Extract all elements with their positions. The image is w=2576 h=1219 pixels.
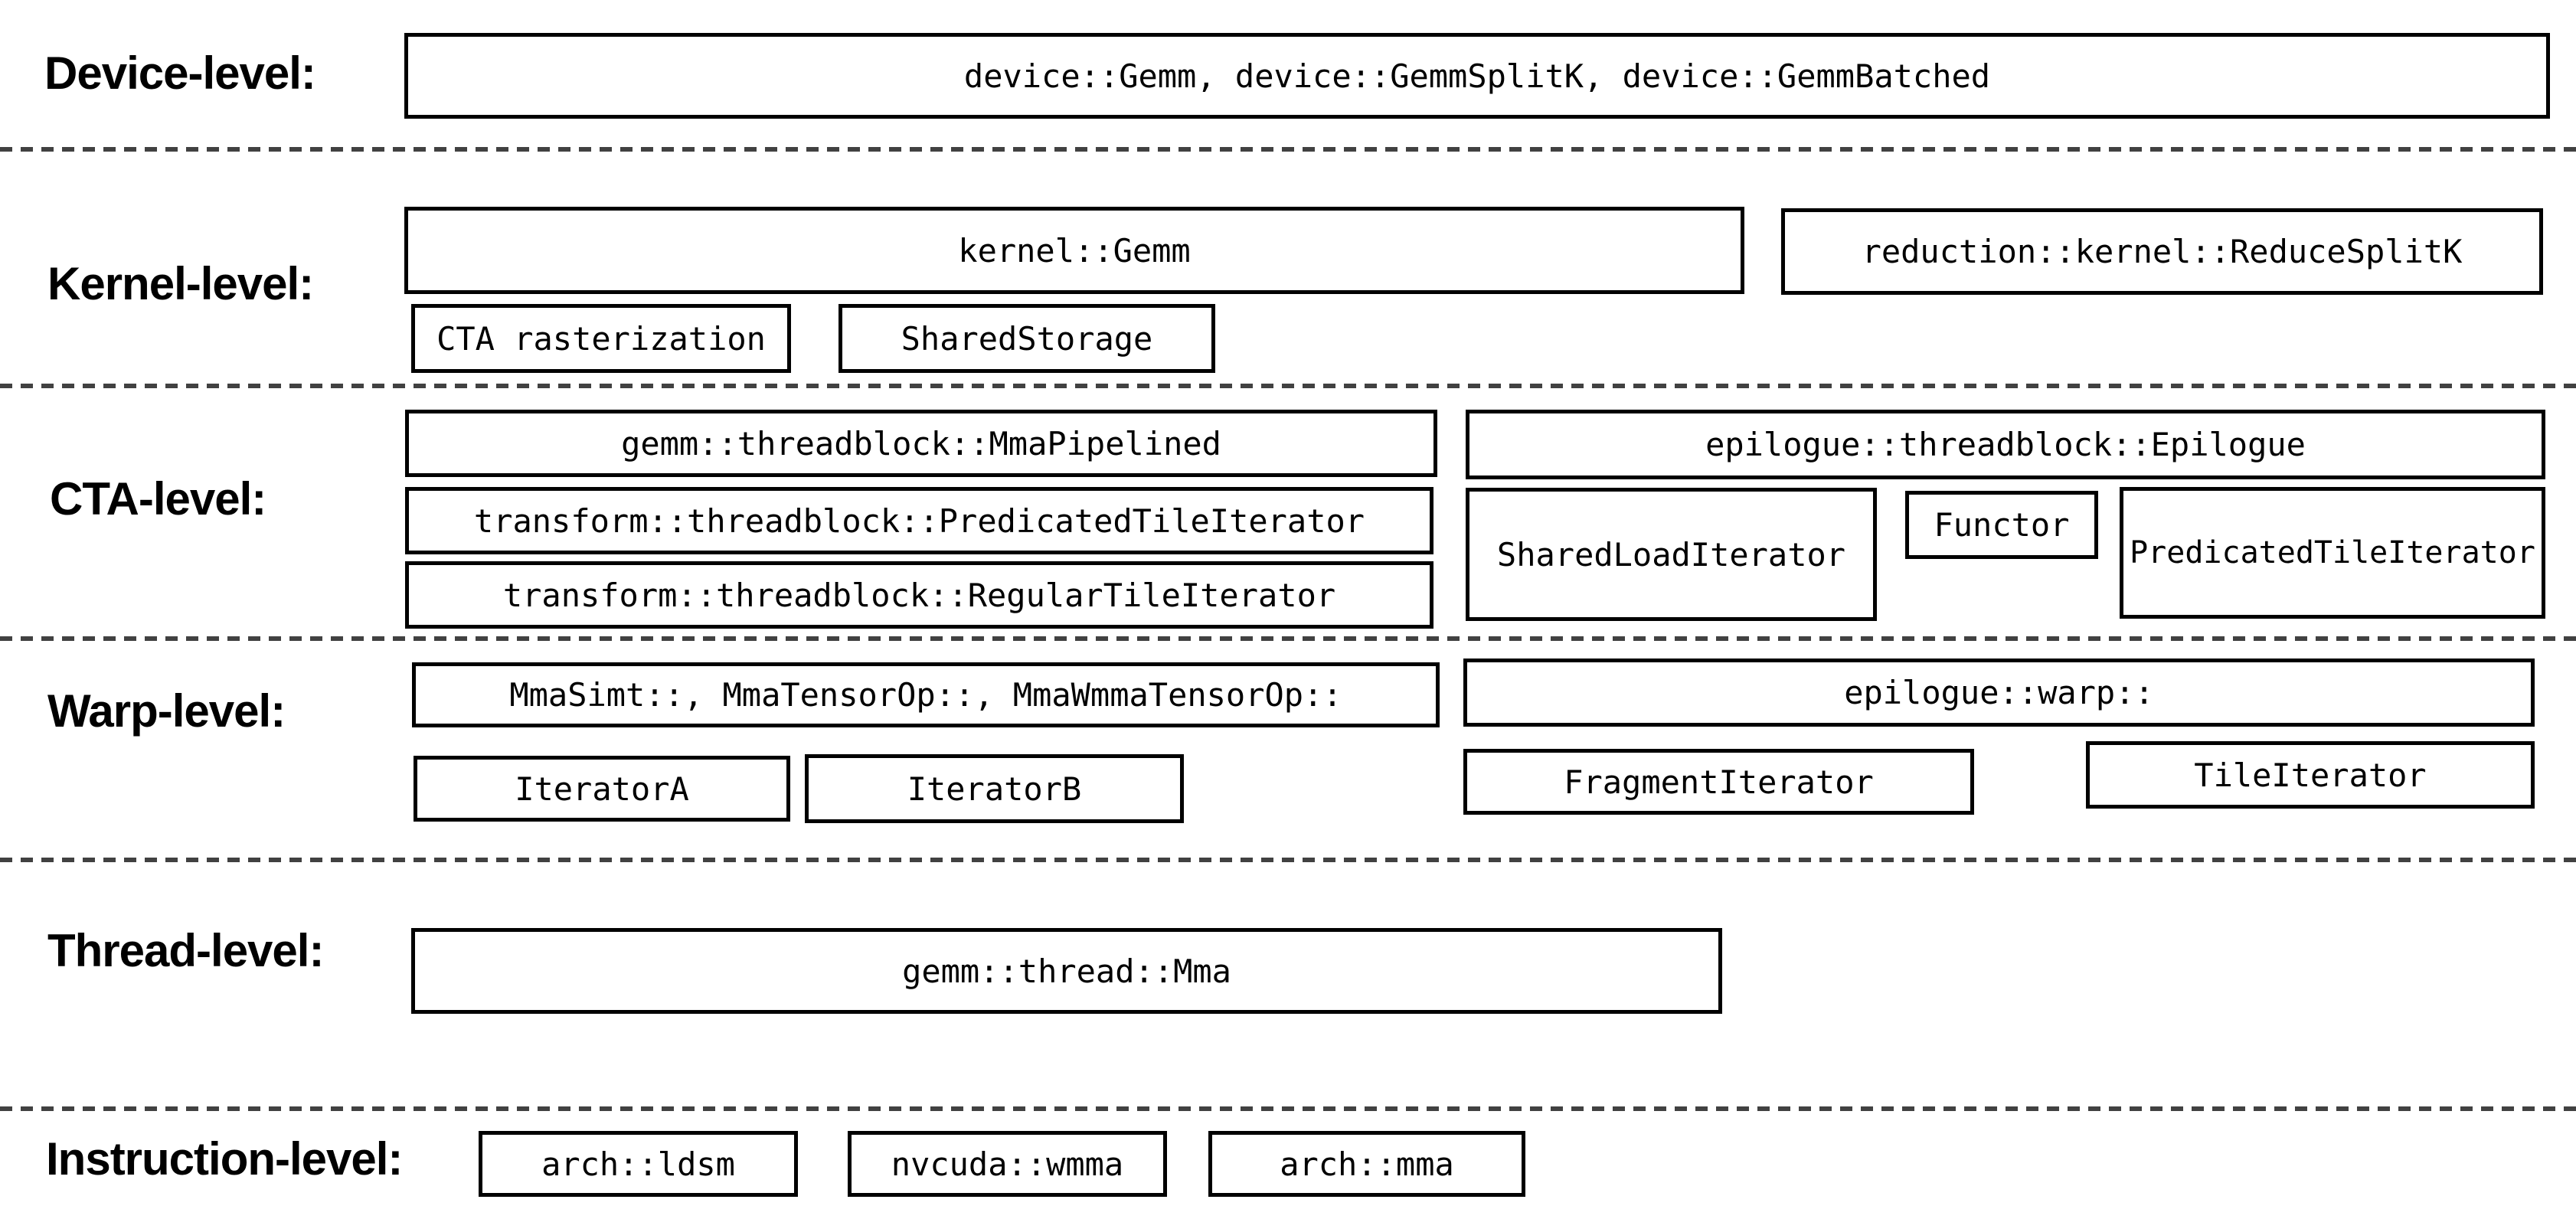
separator-warp-thread: [0, 858, 2576, 862]
regular-tile-iterator-box: transform::threadblock::RegularTileItera…: [405, 561, 1433, 629]
epilogue-warp-box: epilogue::warp::: [1463, 659, 2535, 727]
fragment-iterator-box: FragmentIterator: [1463, 749, 1974, 815]
predicated-tile-iterator-epilogue-box: PredicatedTileIterator: [2120, 487, 2545, 619]
arch-mma-box: arch::mma: [1208, 1131, 1525, 1197]
separator-cta-warp: [0, 636, 2576, 641]
nvcuda-wmma-box: nvcuda::wmma: [848, 1131, 1167, 1197]
separator-kernel-cta: [0, 384, 2576, 388]
separator-thread-instruction: [0, 1106, 2576, 1111]
thread-level-label: Thread-level:: [47, 925, 324, 977]
shared-load-iterator-box: SharedLoadIterator: [1466, 488, 1877, 621]
warp-level-label: Warp-level:: [47, 685, 286, 737]
shared-storage-box: SharedStorage: [839, 304, 1215, 373]
reduce-splitk-box: reduction::kernel::ReduceSplitK: [1781, 208, 2543, 295]
cta-level-label: CTA-level:: [50, 473, 266, 525]
mma-pipelined-box: gemm::threadblock::MmaPipelined: [405, 410, 1437, 477]
instruction-level-label: Instruction-level:: [46, 1133, 403, 1185]
functor-box: Functor: [1905, 491, 2098, 559]
separator-device-kernel: [0, 147, 2576, 152]
epilogue-threadblock-box: epilogue::threadblock::Epilogue: [1466, 410, 2545, 479]
kernel-gemm-box: kernel::Gemm: [404, 207, 1744, 294]
arch-ldsm-box: arch::ldsm: [479, 1131, 798, 1197]
device-level-label: Device-level:: [44, 47, 316, 100]
predicated-tile-iterator-transform-box: transform::threadblock::PredicatedTileIt…: [405, 487, 1433, 554]
device-gemm-box: device::Gemm, device::GemmSplitK, device…: [404, 33, 2550, 119]
mma-warp-variants-box: MmaSimt::, MmaTensorOp::, MmaWmmaTensorO…: [412, 662, 1440, 727]
kernel-level-label: Kernel-level:: [47, 258, 314, 310]
cta-rasterization-box: CTA rasterization: [411, 304, 791, 373]
tile-iterator-box: TileIterator: [2086, 741, 2535, 809]
iterator-a-box: IteratorA: [414, 756, 790, 822]
iterator-b-box: IteratorB: [805, 754, 1184, 823]
thread-mma-box: gemm::thread::Mma: [411, 928, 1722, 1014]
